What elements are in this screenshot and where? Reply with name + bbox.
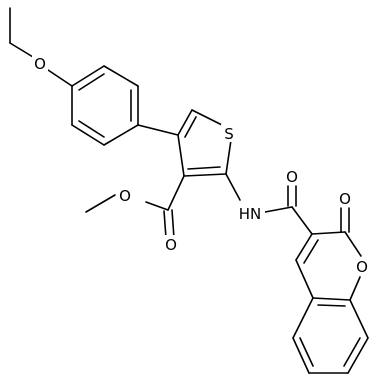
ester-methoxy-oxygen-label: O xyxy=(117,186,133,205)
ring-oxygen-label: O xyxy=(354,257,370,276)
bond-phenyl-thiophene xyxy=(137,124,179,136)
bond-benzo-c8-c7 xyxy=(347,337,369,374)
ester-methoxy-oxygen-text: O xyxy=(119,187,131,205)
bond-benzo-c8a-c8 xyxy=(349,299,369,339)
bond-phenyl-1-inner xyxy=(78,73,105,91)
ester-carbonyl-oxygen-text: O xyxy=(165,236,177,254)
bond-phenyl-5 xyxy=(71,124,105,146)
thiophene-sulfur-text: S xyxy=(224,125,234,143)
bond-coumarin-o1-c8a xyxy=(349,276,361,301)
bond-coumarin-c3-c2 xyxy=(311,231,346,235)
bond-ester-o-methyl xyxy=(85,194,116,213)
bond-ethyl-ch2-o xyxy=(9,42,34,58)
ether-oxygen-text: O xyxy=(34,55,46,73)
amide-nitrogen-text: HN xyxy=(239,205,262,223)
bond-ester-carbonyl-a xyxy=(163,210,167,239)
ester-carbonyl-oxygen-label: O xyxy=(163,235,179,254)
bond-coumarin-c2-o1 xyxy=(344,231,362,257)
bond-thiophene-c3-c4 xyxy=(177,134,185,177)
bond-ester-carbonyl-b xyxy=(171,209,175,239)
atom-labels: O S O O HN O O O xyxy=(32,54,370,276)
bond-thiophene-c2-c3-inner xyxy=(187,166,221,170)
ring-oxygen-text: O xyxy=(356,258,368,276)
bond-thiophene-c4-c5 xyxy=(177,109,193,136)
bond-coumarin-c3-c4-inner xyxy=(303,239,319,264)
bond-o-aryl xyxy=(47,69,73,87)
bond-phenyl-2 xyxy=(103,65,139,87)
amide-nitrogen-label: HN xyxy=(235,204,265,223)
bond-thiophene-c5-s xyxy=(191,109,227,128)
bond-thiophene-c4-c5-inner xyxy=(184,116,197,138)
bond-benzo-c4a-c8a xyxy=(312,297,351,301)
bond-ester-c-o-single xyxy=(145,201,169,211)
bond-benzo-c4a-c8a-inner xyxy=(317,304,346,307)
bond-thiophene-c2-c3 xyxy=(183,173,227,177)
bonds xyxy=(9,7,369,374)
bond-c2-nh xyxy=(225,173,241,201)
lactone-carbonyl-oxygen-label: O xyxy=(337,189,353,208)
bond-phenyl-1 xyxy=(71,65,105,87)
amide-carbonyl-oxygen-label: O xyxy=(284,167,300,186)
bond-benzo-c6-c5-inner xyxy=(299,337,314,367)
bond-benzo-c8-c7-inner xyxy=(343,337,361,367)
bond-phenyl-5-inner xyxy=(78,120,105,138)
lactone-carbonyl-oxygen-text: O xyxy=(339,190,351,208)
bond-coumarin-c4-c4a xyxy=(295,259,314,299)
bond-c3-ester-carbon xyxy=(167,175,185,211)
bond-coumarin-c3-c4 xyxy=(295,233,313,261)
bond-benzo-c5-c4a xyxy=(292,297,314,339)
bond-phenyl-4 xyxy=(103,124,139,146)
bond-benzo-c6-c5 xyxy=(292,337,310,374)
thiophene-sulfur-label: S xyxy=(221,124,237,143)
ether-oxygen-label: O xyxy=(32,54,48,73)
amide-carbonyl-oxygen-text: O xyxy=(286,168,298,186)
bond-nh-carbonyl xyxy=(264,206,293,213)
bond-carbonyl-coumarin-c3 xyxy=(291,206,313,235)
bond-thiophene-s-c2 xyxy=(225,139,232,175)
